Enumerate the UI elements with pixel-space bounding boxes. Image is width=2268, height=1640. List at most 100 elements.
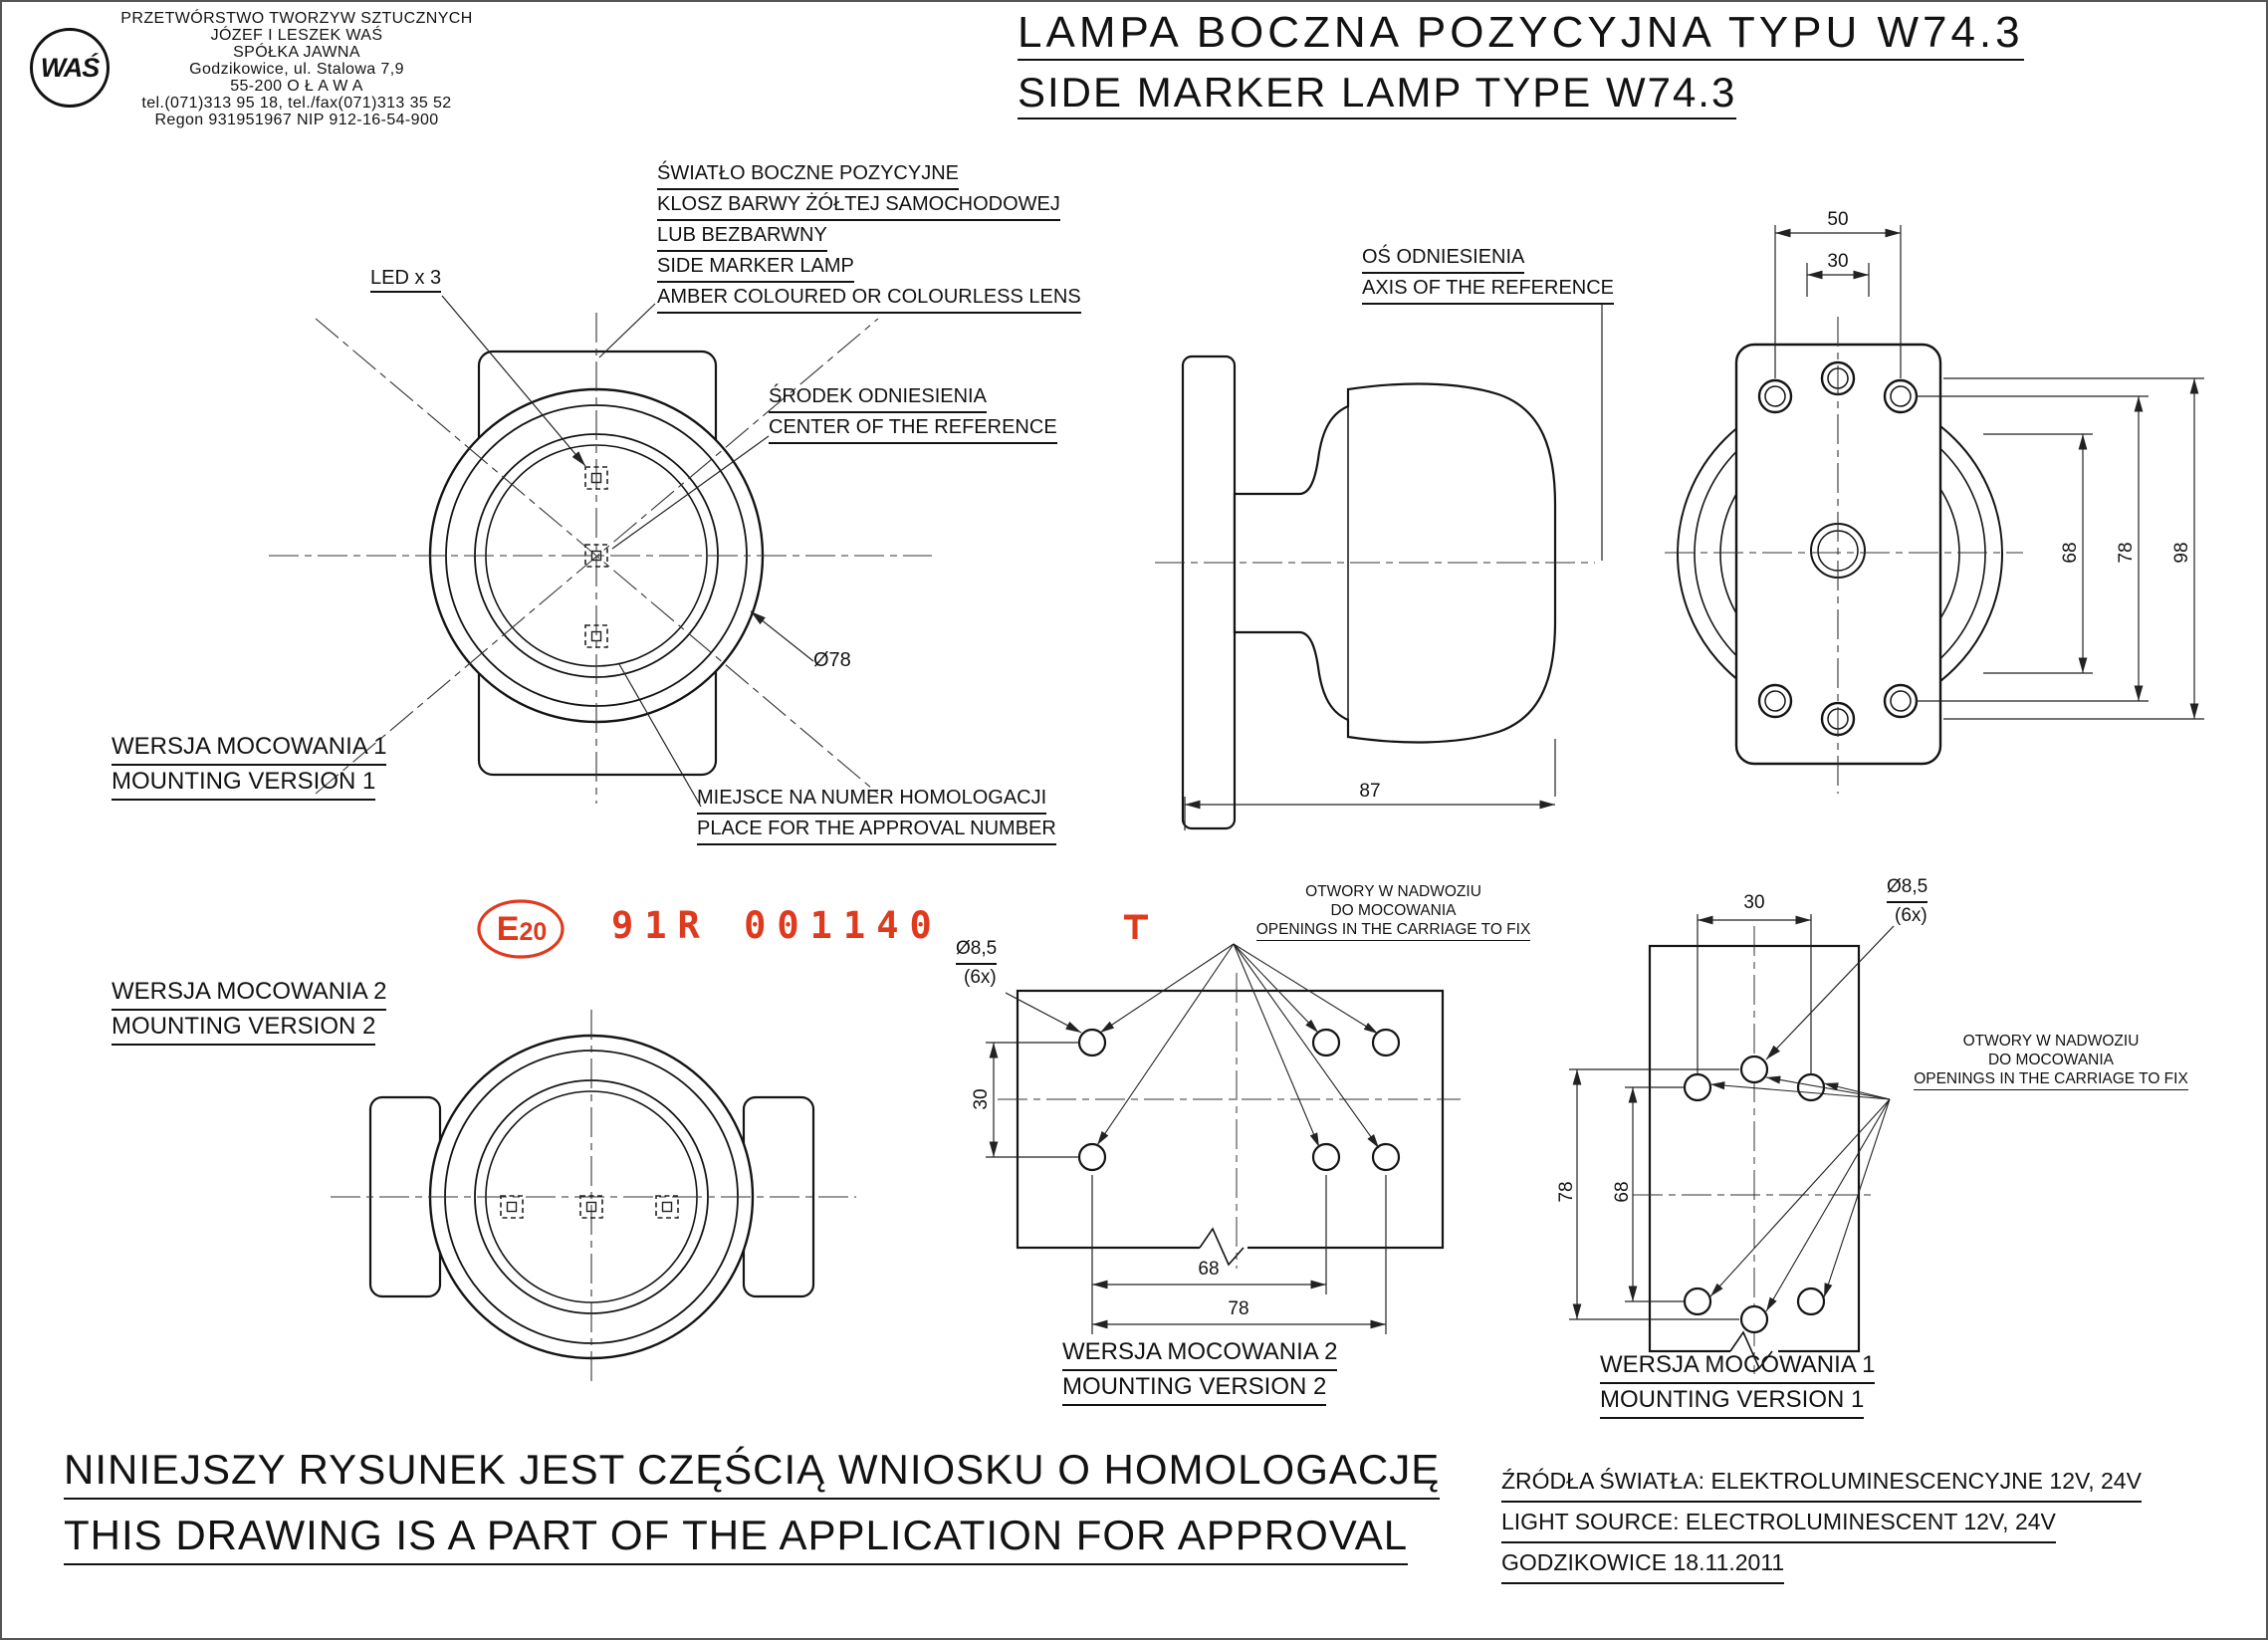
dimension-78-v1: 78 [1556,1181,1577,1203]
approval-statement: NINIEJSZY RYSUNEK JEST CZĘŚCIĄ WNIOSKU O… [64,1446,1441,1565]
stamp-artifact [1124,914,1148,939]
mounting-holes [1077,1028,1401,1172]
dimension-78-v2: 78 [1228,1298,1249,1319]
mounting-holes [1683,1054,1826,1334]
mounting-version2-label-bottom: WERSJA MOCOWANIA 2 MOUNTING VERSION 2 [1062,1336,1338,1406]
break-mark [1729,1330,1773,1370]
dimensions-right [1916,377,2204,720]
dimension-78: 78 [2116,542,2137,564]
company-line: Regon 931951967 NIP 912-16-54-900 [154,112,439,128]
leader-lines [441,295,814,808]
hole-dia-leader [1005,992,1082,1034]
center-ref-pl: ŚRODEK ODNIESIENIA [769,382,987,413]
hole-dia-value: Ø8,5 [956,936,998,965]
place-and-date: GODZIKOWICE 18.11.2011 [1501,1543,1785,1584]
hole-dia-value: Ø8,5 [1887,874,1928,903]
centerlines [1665,317,2023,794]
company-line: PRZETWÓRSTWO TWORZYW SZTUCZNYCH [120,10,473,27]
company-line: Godzikowice, ul. Stalowa 7,9 [189,61,404,78]
approval-place-pl: MIEJSCE NA NUMER HOMOLOGACJI [697,784,1047,815]
centerlines [331,1010,856,1386]
dimension-30-v2: 30 [971,1088,992,1110]
mounting-version2-label-left: WERSJA MOCOWANIA 2 MOUNTING VERSION 2 [112,976,387,1046]
e-mark-oval [477,899,565,959]
company-line: tel.(071)313 95 18, tel./fax(071)313 35 … [141,95,452,112]
note-line: KLOSZ BARWY ŻÓŁTEJ SAMOCHODOWEJ [657,190,1060,221]
dimension-68-v2: 68 [1198,1259,1220,1280]
mv1-pl-bottom: WERSJA MOCOWANIA 1 [1600,1349,1876,1384]
dimensions-top [1774,225,1902,378]
centerlines [1633,926,1876,1374]
openings-en: OPENINGS IN THE CARRIAGE TO FIX [1255,920,1531,941]
mv1-en-bottom: MOUNTING VERSION 1 [1600,1384,1865,1419]
light-source-en: LIGHT SOURCE: ELECTROLUMINESCENT 12V, 24… [1501,1503,2056,1543]
mv2-en-bottom: MOUNTING VERSION 2 [1062,1371,1327,1406]
approval-statement-en: THIS DRAWING IS A PART OF THE APPLICATIO… [64,1512,1409,1565]
openings-fan-leaders [1709,1075,1891,1312]
lamp-description-note: ŚWIATŁO BOCZNE POZYCYJNE KLOSZ BARWY ŻÓŁ… [657,159,1081,314]
mv1-en: MOUNTING VERSION 1 [112,766,376,801]
led-callout: LED x 3 [370,267,442,293]
mv2-en: MOUNTING VERSION 2 [112,1011,376,1046]
dimension-50: 50 [1827,209,1849,230]
drawing-title: LAMPA BOCZNA POZYCYJNA TYPU W74.3 SIDE M… [1018,8,2024,119]
e-mark-number: 20 [519,918,548,946]
openings-pl1: OTWORY W NADWOZIU [1305,883,1481,900]
mv2-pl-bottom: WERSJA MOCOWANIA 2 [1062,1336,1338,1371]
dimension-87: 87 [1359,781,1381,802]
note-line: LUB BEZBARWNY [657,221,827,252]
dimensions [1569,914,1812,1320]
axis-ref-en: AXIS OF THE REFERENCE [1362,274,1615,305]
openings-pl2: DO MOCOWANIA [1330,902,1457,919]
light-source-pl: ŹRÓDŁA ŚWIATŁA: ELEKTROLUMINESCENCYJNE 1… [1501,1462,2142,1503]
mounting-version1-label-bottom: WERSJA MOCOWANIA 1 MOUNTING VERSION 1 [1600,1349,1876,1419]
dimension-30: 30 [1827,251,1849,272]
openings-pl2: DO MOCOWANIA [1987,1052,2114,1068]
hole-dia-leader [1765,925,1895,1060]
mounting-pattern-version1 [1569,914,1895,1374]
mv2-pl: WERSJA MOCOWANIA 2 [112,976,387,1011]
openings-callout-v1: OTWORY W NADWOZIU DO MOCOWANIA OPENINGS … [1887,1032,2215,1090]
was-logo: WAŚ [30,28,110,108]
lamp-profile [1233,382,1557,744]
center-ref-en: CENTER OF THE REFERENCE [769,413,1057,444]
note-line: SIDE MARKER LAMP [657,252,854,283]
front-view-version2 [331,1010,856,1386]
led-callout-text: LED x 3 [370,267,442,293]
dimension-87 [1184,739,1556,830]
openings-en: OPENINGS IN THE CARRIAGE TO FIX [1914,1069,2188,1090]
dimensions [986,1042,1387,1334]
front-view-version1 [269,295,932,808]
dimension-68: 68 [2060,542,2081,564]
mv1-pl: WERSJA MOCOWANIA 1 [112,731,387,766]
dimension-68-v1: 68 [1612,1181,1633,1203]
title-english: SIDE MARKER LAMP TYPE W74.3 [1018,69,1737,119]
mounting-version1-label-top: WERSJA MOCOWANIA 1 MOUNTING VERSION 1 [112,731,387,801]
company-line: JÓZEF I LESZEK WAŚ [210,27,383,44]
dimension-98: 98 [2171,542,2192,564]
e-mark-letter: E [496,910,520,948]
approval-number-stamp: 91R 001140 [611,904,943,947]
approval-place-callout: MIEJSCE NA NUMER HOMOLOGACJI PLACE FOR T… [697,784,1056,845]
approval-stamp-marks [477,899,1148,959]
logo-text: WAŚ [40,52,101,83]
company-line: 55-200 O Ł A W A [230,78,363,95]
hole-count: (6x) [964,967,997,988]
axis-ref-pl: OŚ ODNIESIENIA [1362,243,1525,274]
approval-statement-pl: NINIEJSZY RYSUNEK JEST CZĘŚCIĄ WNIOSKU O… [64,1446,1441,1500]
dimension-30-v1: 30 [1743,892,1765,913]
light-source-block: ŹRÓDŁA ŚWIATŁA: ELEKTROLUMINESCENCYJNE 1… [1501,1462,2142,1584]
centerlines [998,973,1461,1269]
title-polish: LAMPA BOCZNA POZYCYJNA TYPU W74.3 [1018,8,2024,61]
note-line: ŚWIATŁO BOCZNE POZYCYJNE [657,159,959,190]
openings-pl1: OTWORY W NADWOZIU [1962,1033,2140,1050]
hole-diameter-callout-v1: Ø8,5 (6x) [1887,874,1928,929]
company-header: PRZETWÓRSTWO TWORZYW SZTUCZNYCH JÓZEF I … [112,10,482,128]
carriage-panel [1016,989,1445,1250]
note-line: AMBER COLOURED OR COLOURLESS LENS [657,283,1081,314]
openings-fan-leaders [1096,943,1380,1149]
openings-callout-v2: OTWORY W NADWOZIU DO MOCOWANIA OPENINGS … [1222,882,1565,941]
dimension-dia78: Ø78 [813,649,851,671]
mounting-pattern-version2 [986,943,1461,1334]
